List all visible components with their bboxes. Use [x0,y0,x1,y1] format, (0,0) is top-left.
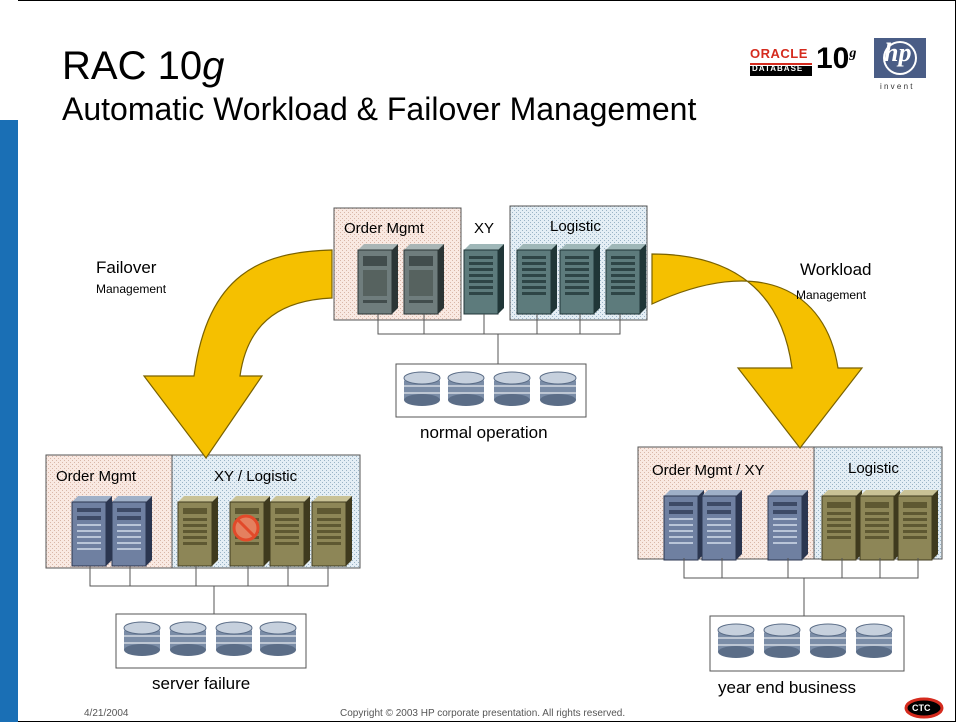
footer-date: 4/21/2004 [84,708,129,719]
right-logistic-label: Logistic [848,460,899,477]
disk-icon [539,371,577,407]
top-order-label: Order Mgmt [344,220,425,237]
disk-icon [763,623,801,659]
top-caption: normal operation [420,423,548,442]
footer-copyright: Copyright © 2003 HP corporate presentati… [340,708,626,719]
oracle-logo [750,63,812,76]
server-icon [269,495,311,567]
hp-tagline: i n v e n t [880,82,913,91]
oracle-version: 10g [816,42,856,76]
ctc-badge-label: CTC [912,703,931,713]
oracle-word: ORACLE [750,46,808,61]
oracle-version-g: g [849,46,857,61]
hp-logo [874,38,926,78]
left-cluster [45,454,361,669]
disk-icon [259,621,297,657]
accent-bar [0,0,18,722]
right-order-xy-label: Order Mgmt / XY [652,462,765,479]
hp-mark: hp [884,38,912,67]
disk-icon [215,621,253,657]
server-icon [357,243,399,315]
disk-icon [447,371,485,407]
top-cluster [333,205,648,418]
failover-arrow [142,249,333,460]
slide-title: RAC 10g [62,44,224,89]
server-icon [897,489,939,561]
failover-title: Failover [96,258,157,277]
disk-icon [809,623,847,659]
right-network-lines [683,558,919,616]
server-icon [663,489,705,561]
server-icon [311,495,353,567]
server-icon [177,495,219,567]
slide-title-g: g [202,44,225,88]
server-icon [463,243,505,315]
server-icon [559,243,601,315]
disk-icon [493,371,531,407]
server-icon [821,489,863,561]
accent-bar-gap [6,0,18,120]
ctc-badge [904,697,944,719]
top-logistic-label: Logistic [550,218,601,235]
top-xy-label: XY [474,220,495,237]
disk-icon [855,623,893,659]
server-icon [605,243,647,315]
workload-arrow [651,253,864,449]
server-icon [516,243,558,315]
workload-sub: Management [796,288,867,302]
top-network-lines [377,314,621,364]
disk-icon [403,371,441,407]
oracle-version-num: 10 [816,42,850,75]
server-icon [767,489,809,561]
disk-icon [123,621,161,657]
left-order-label: Order Mgmt [56,468,137,485]
right-caption: year end business [718,678,856,697]
slide-title-text: RAC 10 [62,44,203,88]
server-icon [71,495,113,567]
server-icon [701,489,743,561]
server-icon [111,495,153,567]
server-icon [403,243,445,315]
slide-subtitle: Automatic Workload & Failover Management [62,91,697,127]
right-cluster [637,446,943,672]
left-caption: server failure [152,674,251,693]
oracle-sub: DATABASE [752,64,804,73]
disk-icon [169,621,207,657]
failure-icon [232,514,260,542]
workload-title: Workload [800,260,872,279]
left-network-lines [89,566,329,614]
server-icon [859,489,901,561]
left-xy-logistic-label: XY / Logistic [214,468,298,485]
failover-sub: Management [96,282,167,296]
disk-icon [717,623,755,659]
